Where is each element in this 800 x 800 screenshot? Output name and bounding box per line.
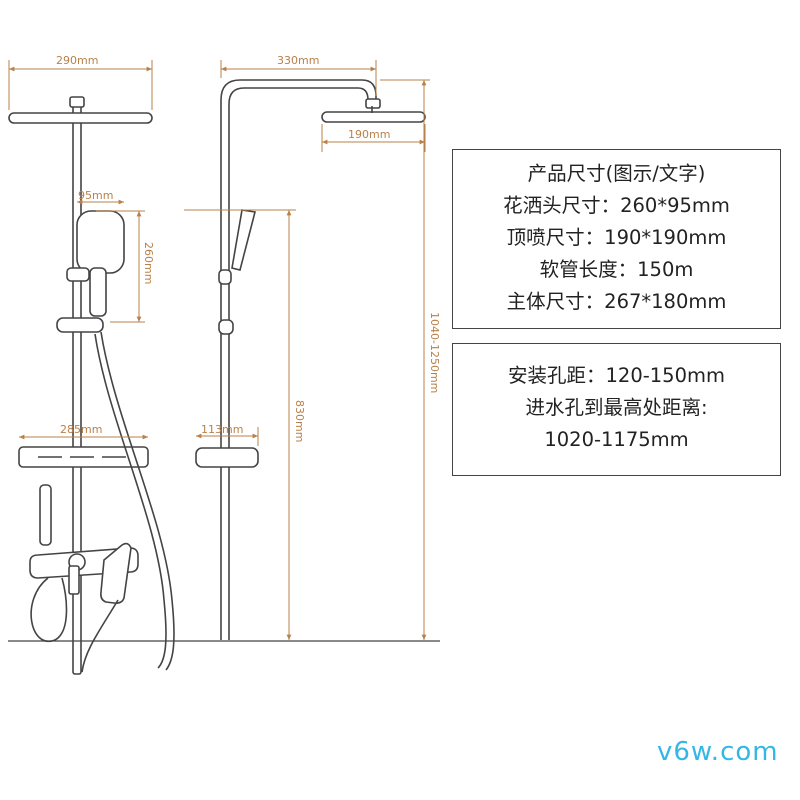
label-830mm: 830mm <box>293 400 306 442</box>
front-handheld-handle <box>89 267 107 317</box>
install-hole-spacing: 安装孔距：120-150mm <box>508 364 725 387</box>
front-outlet <box>68 565 80 595</box>
front-handle-bracket <box>56 317 104 333</box>
side-view-shower <box>195 79 426 640</box>
side-pole-outline <box>220 79 377 640</box>
front-hose-loop <box>30 577 68 643</box>
watermark: v6w.com <box>657 737 779 767</box>
install-box: 安装孔距：120-150mm 进水孔到最高处距离: 1020-1175mm <box>452 343 781 476</box>
spec-hose-length: 软管长度：150m <box>539 258 694 281</box>
front-pole-cap <box>69 96 85 108</box>
front-view-shower <box>8 96 175 675</box>
spec-title: 产品尺寸(图示/文字) <box>527 162 706 185</box>
label-113mm: 113mm <box>201 423 243 436</box>
install-inlet-label: 进水孔到最高处距离: <box>525 396 708 419</box>
label-95mm: 95mm <box>78 189 113 202</box>
label-285mm: 285mm <box>60 423 102 436</box>
install-inlet-value: 1020-1175mm <box>544 428 689 451</box>
side-pole-nut <box>365 98 381 109</box>
label-190mm: 190mm <box>348 128 390 141</box>
label-260mm: 260mm <box>142 242 155 284</box>
front-hose-inner <box>94 333 167 669</box>
label-total-height: 1040-1250mm <box>428 312 441 393</box>
label-330mm: 330mm <box>277 54 319 67</box>
spec-top-spray: 顶喷尺寸：190*190mm <box>506 226 727 249</box>
side-dimension-lines <box>184 60 430 640</box>
spec-body-size: 主体尺寸：267*180mm <box>506 290 727 313</box>
front-hose <box>100 331 175 671</box>
front-dimension-labels: 290mm 95mm 260mm 285mm <box>56 54 155 436</box>
front-mixer-lever <box>100 542 132 604</box>
side-slide-holder <box>218 269 232 285</box>
label-290mm: 290mm <box>56 54 98 67</box>
side-dimension-labels: 330mm 190mm 113mm 830mm 1040-1250mm <box>201 54 441 442</box>
side-handle-bracket <box>218 319 234 335</box>
spec-shower-head: 花洒头尺寸：260*95mm <box>503 194 730 217</box>
side-top-spray-plate <box>321 111 426 123</box>
front-hose-lower <box>81 599 119 673</box>
front-handheld-head <box>76 210 125 274</box>
front-dimension-lines <box>8 60 153 440</box>
side-pole-inner <box>228 87 369 640</box>
side-shelf <box>195 447 259 468</box>
spec-box: 产品尺寸(图示/文字) 花洒头尺寸：260*95mm 顶喷尺寸：190*190m… <box>452 149 781 329</box>
side-handheld <box>231 209 256 271</box>
front-top-spray-bar <box>8 112 153 124</box>
front-diverter-knob <box>39 484 52 546</box>
front-slide-holder <box>66 267 90 282</box>
